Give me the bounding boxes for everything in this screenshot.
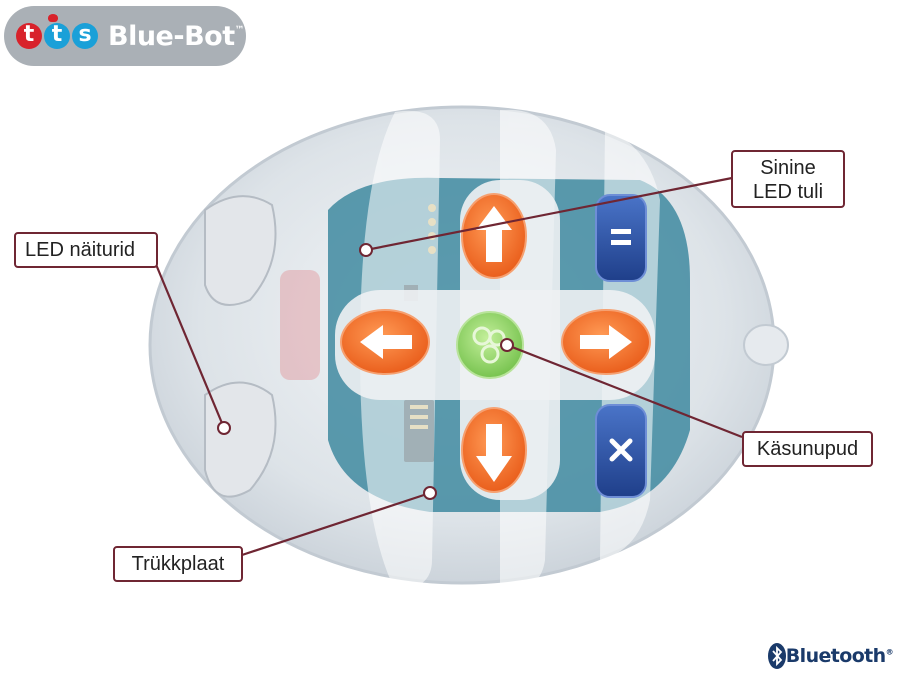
leader-led-naiturid (153, 261, 226, 429)
callout-sinine-led-line2: LED tuli (752, 181, 824, 203)
forward-button[interactable] (461, 193, 527, 279)
tts-letter-t2: t (44, 23, 70, 49)
go-icon (472, 326, 506, 364)
go-button[interactable] (456, 311, 524, 379)
callout-kasunupud-text: Käsunupud (756, 438, 859, 460)
arrow-left-icon (360, 325, 412, 359)
clear-icon (609, 438, 633, 462)
leader-trukkplaat (241, 491, 431, 557)
tts-letter-s: s (72, 23, 98, 49)
apple-dot-icon (48, 14, 58, 22)
bluetooth-icon (767, 643, 786, 669)
trademark-mark: ™ (234, 24, 245, 36)
product-name: Blue-Bot™ (108, 20, 245, 52)
leader-lines (153, 176, 743, 557)
callout-trukkplaat: Trükkplaat (113, 546, 243, 582)
led-eye-top (204, 195, 277, 306)
callout-kasunupud: Käsunupud (742, 431, 873, 467)
bluetooth-word: Bluetooth® (785, 645, 894, 667)
rear-glow (280, 270, 320, 380)
bluetooth-trademark: ® (885, 647, 894, 657)
arrow-forward-icon (476, 206, 512, 262)
bluetooth-logo: Bluetooth® (767, 643, 894, 669)
callout-led-naiturid: LED näiturid (14, 232, 158, 268)
clear-button[interactable] (595, 404, 647, 498)
leader-kasunupud (506, 343, 743, 439)
front-bumper (743, 324, 789, 366)
leader-endpoints (217, 243, 514, 500)
callout-sinine-led: Sinine LED tuli (731, 150, 845, 208)
product-name-text: Blue-Bot (108, 20, 235, 52)
pause-button[interactable] (595, 194, 647, 282)
arrow-right-icon (580, 325, 632, 359)
tts-logo: t t s (16, 14, 100, 49)
arrow-back-icon (476, 424, 512, 482)
led-eyes (204, 195, 277, 498)
led-eye-bottom (204, 381, 277, 498)
turn-left-button[interactable] (340, 309, 430, 375)
tts-letter-t1: t (16, 23, 42, 49)
tts-bluebot-logo: t t s Blue-Bot™ (4, 6, 246, 66)
callout-sinine-led-line1: Sinine (760, 157, 816, 179)
pause-icon (611, 229, 631, 234)
leader-sinine-led (365, 176, 733, 252)
backward-button[interactable] (461, 407, 527, 493)
callout-led-naiturid-text: LED näiturid (25, 239, 136, 261)
bluetooth-word-text: Bluetooth (785, 645, 886, 667)
turn-right-button[interactable] (561, 309, 651, 375)
callout-trukkplaat-text: Trükkplaat (131, 553, 225, 575)
